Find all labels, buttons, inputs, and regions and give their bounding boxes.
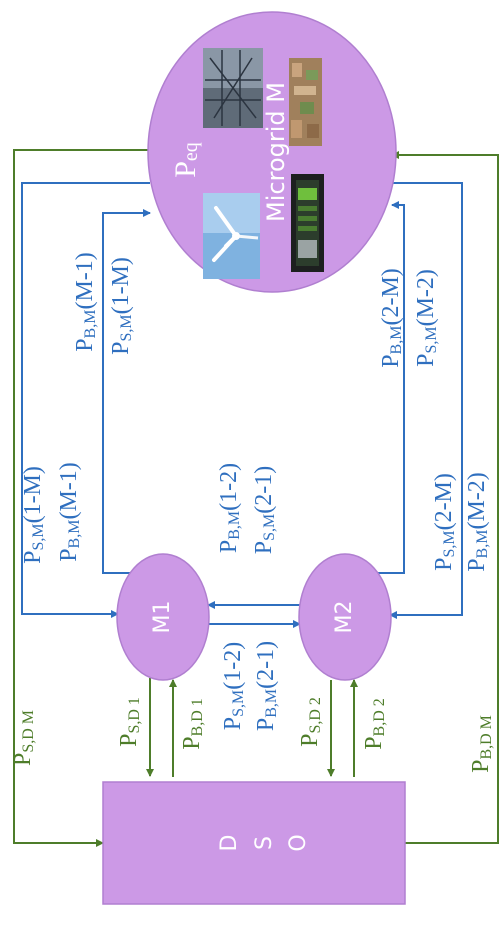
label-p-s-21: PS,M(2-1) bbox=[251, 466, 278, 554]
label-p-s-1m-upper: PS,M(1-M) bbox=[108, 257, 135, 355]
green-arrow-dso-to-microgrid-left bbox=[13, 149, 150, 847]
label-p-b-dm: PB,D M bbox=[468, 715, 495, 773]
transmission-tower-image bbox=[203, 48, 263, 128]
microgrid-m-label: Microgrid M bbox=[262, 82, 290, 222]
p-eq-label: Peq bbox=[169, 142, 202, 178]
battery-storage-image bbox=[291, 174, 324, 272]
blue-arrow-microgrid-to-m1-outer bbox=[21, 182, 150, 618]
label-p-s-12: PS,M(1-2) bbox=[220, 642, 247, 730]
label-p-s-1m: PS,M(1-M) bbox=[20, 466, 47, 564]
label-p-b-12: PB,M(1-2) bbox=[216, 463, 243, 553]
dso-letter-d: D bbox=[217, 835, 242, 852]
label-p-s-2m: PS,M(2-M) bbox=[431, 473, 458, 571]
m1-label: M1 bbox=[150, 601, 175, 634]
label-p-b-m1-upper: PB,M(M-1) bbox=[72, 252, 99, 352]
blue-arrow-microgrid-to-m2-outer bbox=[389, 182, 463, 619]
blue-arrow-m1-to-microgrid-inner bbox=[102, 209, 151, 574]
label-p-b-2m-upper: PB,M(2-M) bbox=[378, 268, 405, 368]
dso-letter-o: O bbox=[286, 834, 311, 851]
microgrid-m-node: Microgrid M Peq bbox=[147, 11, 397, 293]
green-connectors bbox=[13, 149, 499, 847]
label-p-s-d1: PS,D 1 bbox=[116, 697, 143, 747]
m2-node: M2 bbox=[298, 553, 392, 681]
dso-node: D S O bbox=[102, 781, 406, 905]
label-p-b-m2: PB,M(M-2) bbox=[464, 472, 491, 572]
label-p-b-21: PB,M(2-1) bbox=[253, 641, 280, 731]
m2-label: M2 bbox=[332, 601, 357, 634]
green-arrow-microgrid-to-dso-right bbox=[391, 151, 499, 844]
label-p-b-d1: PB,D 1 bbox=[179, 698, 206, 750]
label-p-b-m1: PB,M(M-1) bbox=[56, 462, 83, 562]
m2-ellipse bbox=[298, 553, 392, 681]
m1-ellipse bbox=[116, 553, 210, 681]
label-p-b-d2: PB,D 2 bbox=[361, 698, 388, 750]
aerial-city-image bbox=[289, 58, 322, 146]
label-p-s-d2: PS,D 2 bbox=[297, 697, 324, 747]
wind-turbine-image bbox=[203, 193, 260, 279]
m1-node: M1 bbox=[116, 553, 210, 681]
dso-letter-s: S bbox=[252, 836, 277, 850]
label-p-s-dm: PS,D M bbox=[10, 710, 37, 766]
dso-box bbox=[102, 781, 406, 905]
label-p-s-m2-upper: PS,M(M-2) bbox=[413, 269, 440, 367]
